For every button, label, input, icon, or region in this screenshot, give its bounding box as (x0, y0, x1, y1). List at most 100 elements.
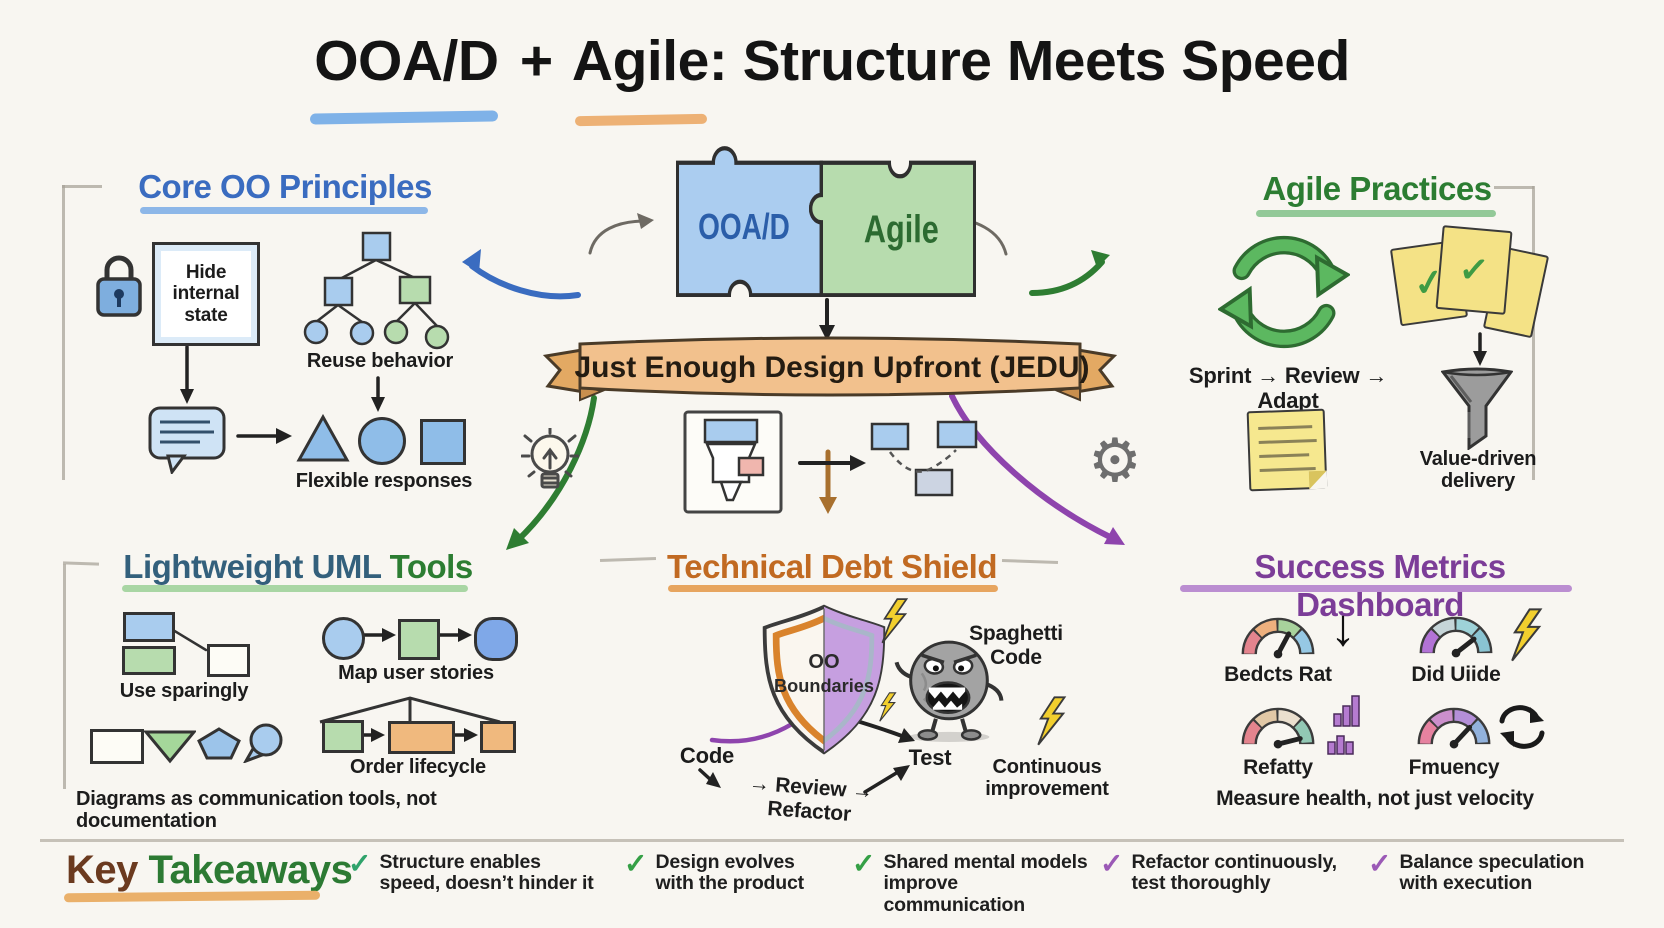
uml-class-box-blue (123, 612, 175, 642)
uml-class-box-green (122, 646, 176, 675)
frame-tick-top-right (1494, 186, 1534, 189)
metrics-heading: Success Metrics Dashboard (1254, 548, 1506, 623)
lifecycle-box-orange-1 (388, 721, 455, 754)
spark-bolt-icon (881, 598, 909, 644)
down-arrow-icon: ↓ (1330, 599, 1356, 657)
core-oo-underline (140, 207, 428, 214)
arrow-to-metrics (949, 393, 1115, 541)
test-label: Test (908, 745, 952, 770)
square-shape (420, 419, 466, 465)
gauge-label-2: Did Uiide (1411, 663, 1501, 686)
lifecycle-box-green (322, 720, 364, 753)
sprint-cycle-icon (1218, 235, 1350, 349)
frame-line-right-top (1532, 186, 1535, 480)
metric-bolt-icon (1511, 608, 1543, 662)
sketch-arrow-left (588, 219, 648, 255)
takeaway-item: ✓ Design evolves with the product (624, 848, 810, 895)
uml-heading-main: Lightweight UML (123, 548, 381, 585)
check-icon: ✓ (1100, 848, 1124, 879)
map-user-stories-label: Map user stories (338, 662, 494, 684)
agile-underline (1256, 210, 1496, 217)
title-ooad: OOA/D (314, 29, 499, 93)
uml-heading: Lightweight UML Tools (118, 548, 478, 586)
title-agile: Agile (571, 29, 709, 93)
funnel-icon (1441, 367, 1513, 450)
uml-balloon-shape (243, 723, 283, 763)
jedu-banner: Just Enough Design Upfront (JEDU) (542, 336, 1118, 402)
takeaway-text: Shared mental models improve communicati… (883, 851, 1088, 916)
uml-caption: Diagrams as communication tools, not doc… (76, 788, 437, 833)
reuse-behavior-label: Reuse behavior (306, 350, 454, 372)
cycle-icon (1499, 705, 1545, 749)
lightbulb-icon (521, 428, 579, 489)
lock-icon (96, 255, 142, 317)
order-lifecycle-label: Order lifecycle (350, 756, 486, 778)
key-word: Key (66, 848, 138, 892)
gauge-refactor (1241, 707, 1315, 749)
puzzle-graphic: OOA/D Agile (676, 146, 976, 297)
gauge-quality (1419, 616, 1493, 658)
uml-underline (122, 585, 468, 592)
check-icon: ✓ (852, 848, 876, 879)
takeaways-word: Takeaways (148, 848, 353, 892)
gauge-defect-rate (1241, 617, 1315, 659)
puzzle-label-ooad: OOA/D (698, 207, 790, 247)
continuous-improvement-label: Continuous improvement (985, 756, 1109, 801)
arrow-to-core-oo (469, 263, 581, 300)
uml-triangle-shape (144, 730, 196, 764)
triangle-shape (296, 414, 350, 462)
uml-pentagon-shape (197, 727, 241, 760)
shield-label-line2: Boundaries (774, 676, 874, 696)
frame-line-left-bottom (63, 564, 66, 789)
frame-tick-top-left (62, 185, 102, 188)
model-diagram-icon (870, 420, 978, 497)
metrics-caption: Measure health, not just velocity (1216, 787, 1534, 810)
gauge-frequency (1417, 707, 1491, 749)
lined-sticky-note (1246, 408, 1328, 492)
takeaways-divider-line (40, 839, 1624, 842)
check-icon: ✓ (348, 848, 372, 879)
shield-icon: OO Boundaries (762, 604, 886, 755)
takeaway-text: Design evolves with the product (655, 851, 804, 895)
gauge-label-1: Bedcts Rat (1224, 663, 1332, 686)
story-circle (322, 617, 365, 660)
takeaway-item: ✓ Balance speculation with execution (1368, 848, 1589, 895)
banner-band (578, 336, 1082, 397)
puzzle-label-agile: Agile (864, 208, 939, 251)
uml-heading-accent: Tools (389, 548, 474, 585)
arrow-refactor-to-test (863, 770, 900, 794)
frame-line-left-top (62, 185, 65, 480)
continuous-bolt-icon (1037, 696, 1067, 746)
shield-label-line1: OO (808, 651, 839, 673)
check-icon: ✓ (1457, 247, 1491, 292)
speech-bubble-icon (148, 406, 226, 474)
gauge-label-3: Refatty (1243, 756, 1313, 779)
check-icon: ✓ (1368, 848, 1392, 879)
check-icon: ✓ (624, 848, 648, 879)
gauge-label-4: Fmuency (1408, 756, 1500, 779)
takeaway-text: Refactor continuously, test thoroughly (1131, 851, 1337, 895)
lifecycle-bracket (319, 696, 501, 724)
puzzle-piece-agile (809, 160, 976, 297)
arrow-to-uml (515, 395, 597, 543)
title-rest: : Structure Meets Speed (708, 29, 1351, 93)
title-plus: + (519, 29, 553, 93)
story-square (398, 619, 440, 660)
core-oo-heading: Core OO Principles (138, 168, 432, 205)
sticky-notes-group: ✓ ✓ (1389, 225, 1550, 340)
inheritance-tree-icon (303, 231, 450, 350)
code-label: Code (679, 743, 735, 768)
purple-swoosh (709, 721, 795, 744)
takeaway-text: Balance speculation with execution (1399, 851, 1585, 895)
spark-bolt-icon-small (879, 692, 897, 722)
lifecycle-box-orange-2 (480, 721, 516, 753)
circle-shape (358, 417, 406, 465)
sprint-cycle-label: Sprint → Review → Adapt (1188, 363, 1388, 413)
takeaway-item: ✓ Structure enables speed, doesn’t hinde… (348, 848, 597, 895)
banner-text: Just Enough Design Upfront (JEDU) (575, 351, 1090, 384)
debt-heading: Technical Debt Shield (667, 548, 997, 585)
uml-class-box-white (207, 644, 250, 677)
spaghetti-monster-icon (894, 640, 1004, 742)
takeaway-text: Structure enables speed, doesn’t hinder … (379, 851, 594, 895)
